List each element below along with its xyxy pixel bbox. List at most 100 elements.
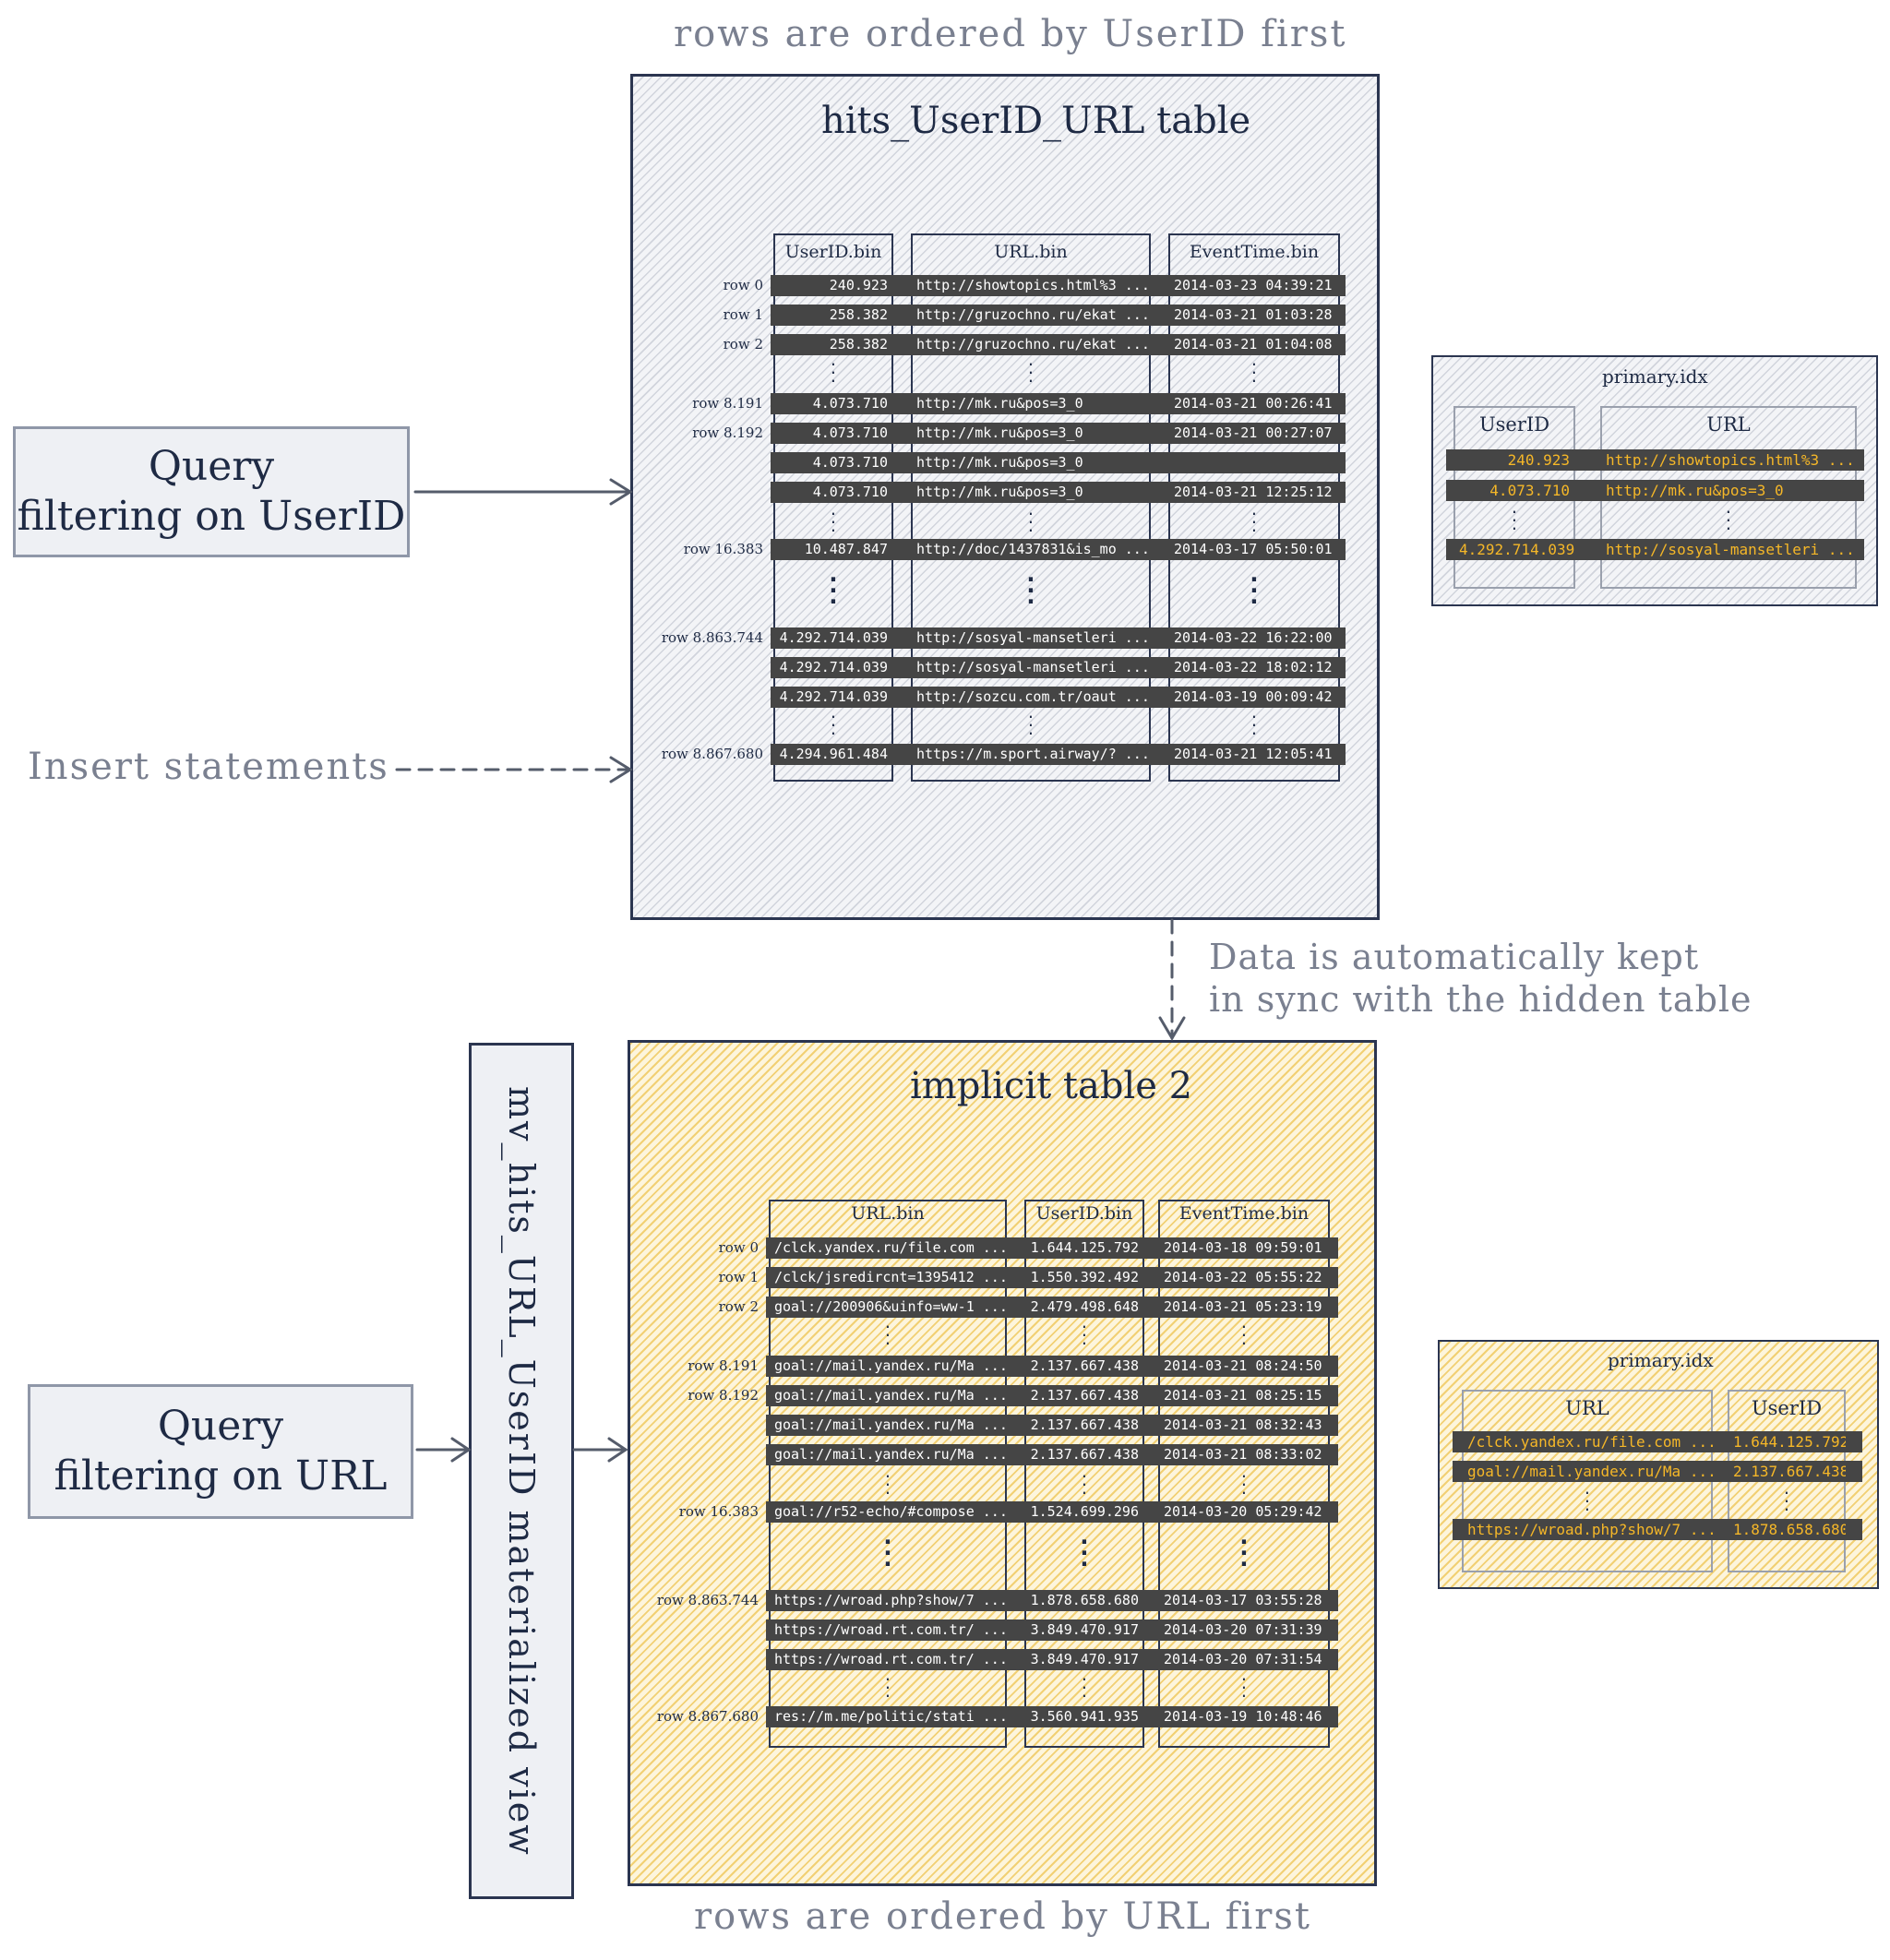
- table2-cell: 1.878.658.680: [1030, 1592, 1139, 1608]
- materialized-view-label: mv_hits_URL_UserID materialized view: [501, 1085, 542, 1857]
- index1-header-url: URL: [1706, 413, 1751, 436]
- table1-cell: http://gruzochno.ru/ekat ...: [916, 306, 1150, 323]
- materialized-view-box: mv_hits_URL_UserID materialized view: [469, 1043, 574, 1899]
- table2-row-label: row 1: [718, 1269, 759, 1285]
- table2-row-label: row 0: [718, 1239, 759, 1256]
- table1-cell: 2014-03-21 12:05:41: [1174, 746, 1333, 762]
- index2-cell: 2.137.667.438: [1733, 1463, 1846, 1480]
- table2-cell: 3.849.470.917: [1030, 1651, 1139, 1667]
- table2-row-label: row 16.383: [678, 1503, 759, 1520]
- table2-ellipsis: ...: [883, 1314, 892, 1348]
- index1-cell: 240.923: [1507, 451, 1570, 469]
- table2-row-label: row 8.191: [688, 1357, 759, 1374]
- table1-cell: http://doc/1437831&is_mo ...: [916, 541, 1150, 557]
- table2-row-bar: [766, 1385, 1338, 1406]
- table2-cell: 1.524.699.296: [1030, 1503, 1139, 1520]
- table1-ellipsis: ...: [829, 501, 838, 535]
- table2-cell: https://wroad.php?show/7 ...: [774, 1592, 1007, 1608]
- table1-row-bar: [771, 539, 1346, 560]
- table2-cell: goal://mail.yandex.ru/Ma ...: [774, 1416, 1007, 1433]
- table1-row-label: row 1: [723, 306, 763, 323]
- table2-cell: goal://mail.yandex.ru/Ma ...: [774, 1446, 1007, 1463]
- table1-ellipsis: ...: [829, 704, 838, 738]
- table2-cell: 2014-03-18 09:59:01: [1164, 1239, 1322, 1256]
- table1-ellipsis: ...: [1026, 352, 1035, 386]
- table2-ellipsis: ...: [1237, 1523, 1251, 1572]
- table2-ellipsis: ...: [1239, 1667, 1249, 1701]
- index1-row-bar: [1446, 539, 1864, 560]
- table2-title: implicit table 2: [910, 1065, 1193, 1107]
- table1-row-bar: [771, 627, 1346, 649]
- table1-cell: 240.923: [829, 277, 888, 293]
- table2-ellipsis: ...: [1239, 1464, 1249, 1498]
- table2-row-label: row 8.192: [688, 1387, 759, 1404]
- table2-cell: 2014-03-22 05:55:22: [1164, 1269, 1322, 1285]
- index2-cell: https://wroad.php?show/7 ...: [1467, 1521, 1713, 1538]
- table2-cell: 2014-03-21 08:25:15: [1164, 1387, 1322, 1404]
- index1-cell: 4.073.710: [1489, 482, 1570, 499]
- table1-row-bar: [771, 423, 1346, 444]
- table2-row-bar: [766, 1356, 1338, 1377]
- table1-cell: http://mk.ru&pos=3_0: [916, 454, 1083, 471]
- arrow-sync-head: [1158, 1016, 1186, 1041]
- table2-col1-frame: [769, 1200, 1007, 1748]
- table1-row-bar: [771, 744, 1346, 765]
- index2-cell: 1.878.658.680: [1733, 1521, 1846, 1538]
- table1-cell: 2014-03-17 05:50:01: [1174, 541, 1333, 557]
- top-caption: rows are ordered by UserID first: [674, 13, 1347, 55]
- table1-ellipsis: ...: [829, 352, 838, 386]
- table1-row-label: row 8.867.680: [661, 746, 763, 762]
- table1-cell: 2014-03-19 00:09:42: [1174, 688, 1333, 705]
- table1-cell: http://gruzochno.ru/ekat ...: [916, 336, 1150, 353]
- table2-header-eventtime: EventTime.bin: [1178, 1203, 1310, 1224]
- table1-cell: 4.073.710: [812, 395, 888, 412]
- table2-row-bar: [766, 1619, 1338, 1641]
- table2-row-bar: [766, 1444, 1338, 1465]
- table2-row-label: row 8.867.680: [656, 1708, 759, 1725]
- table2-cell: https://wroad.rt.com.tr/ ...: [774, 1651, 1007, 1667]
- table1-row-bar: [771, 275, 1346, 296]
- table1-row-label: row 8.191: [692, 395, 763, 412]
- table2-cell: goal://mail.yandex.ru/Ma ...: [774, 1387, 1007, 1404]
- table2-cell: 2.137.667.438: [1030, 1387, 1139, 1404]
- table2-cell: 3.560.941.935: [1030, 1708, 1139, 1725]
- table2-cell: goal://200906&uinfo=ww-1 ...: [774, 1298, 1007, 1315]
- index2-row-bar: [1453, 1519, 1862, 1540]
- table2-cell: 2.137.667.438: [1030, 1416, 1139, 1433]
- table1-row-label: row 16.383: [683, 541, 763, 557]
- table1-cell: 10.487.847: [804, 541, 888, 557]
- table2-row-bar: [766, 1590, 1338, 1611]
- index2-cell: goal://mail.yandex.ru/Ma ...: [1467, 1463, 1713, 1480]
- table1-cell: 4.292.714.039: [779, 629, 888, 646]
- table1-row-bar: [771, 393, 1346, 414]
- table1-header-userid: UserID.bin: [784, 242, 882, 262]
- arrow-mv-head: [607, 1437, 628, 1463]
- query-url-line1: Query: [157, 1403, 284, 1450]
- query-userid-box: Query filtering on UserID: [13, 426, 410, 557]
- table1-col3-frame: [1168, 233, 1340, 782]
- table2-row-bar: [766, 1706, 1338, 1727]
- table2-cell: 2.137.667.438: [1030, 1357, 1139, 1374]
- table1-cell: http://sosyal-mansetleri ...: [916, 629, 1150, 646]
- table1-title: hits_UserID_URL table: [821, 100, 1251, 142]
- table2-cell: 2014-03-21 05:23:19: [1164, 1298, 1322, 1315]
- table2-cell: 2014-03-21 08:33:02: [1164, 1446, 1322, 1463]
- table2-ellipsis: ...: [1239, 1314, 1249, 1348]
- index1-header-userid: UserID: [1478, 413, 1550, 436]
- index1-cell: http://mk.ru&pos=3_0: [1606, 482, 1784, 499]
- index2-ellipsis: ...: [1583, 1480, 1592, 1514]
- insert-statements-label: Insert statements: [28, 746, 389, 788]
- index2-row-bar: [1453, 1431, 1862, 1452]
- table2-row-bar: [766, 1297, 1338, 1318]
- table1-cell: http://mk.ru&pos=3_0: [916, 424, 1083, 441]
- table2-row-label: row 8.863.744: [656, 1592, 759, 1608]
- table1-ellipsis: ...: [1250, 501, 1259, 535]
- table1-cell: 4.292.714.039: [779, 688, 888, 705]
- table2-col3-frame: [1158, 1200, 1330, 1748]
- table2-ellipsis: ...: [880, 1523, 895, 1572]
- table1-row-bar: [771, 687, 1346, 708]
- index1-cell: 4.292.714.039: [1459, 541, 1575, 558]
- table1-cell: 2014-03-22 18:02:12: [1174, 659, 1333, 675]
- table1-cell: 258.382: [829, 306, 888, 323]
- index1-title: primary.idx: [1602, 365, 1708, 388]
